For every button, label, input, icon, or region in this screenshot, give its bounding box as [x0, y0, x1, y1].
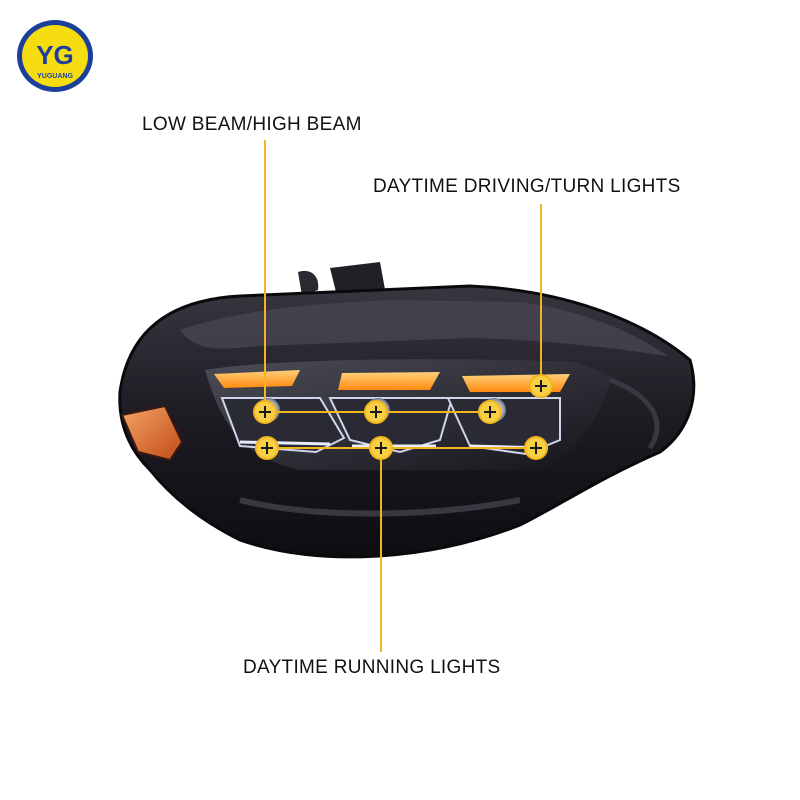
marker-low-beam-left [253, 400, 277, 424]
running-lights-label: DAYTIME RUNNING LIGHTS [243, 657, 501, 678]
marker-low-beam-right [478, 400, 502, 424]
marker-running-center [369, 436, 393, 460]
marker-running-left [255, 436, 279, 460]
markers [253, 374, 553, 460]
marker-turn-light [529, 374, 553, 398]
drl-turn-lights-label: DAYTIME DRIVING/TURN LIGHTS [373, 176, 681, 197]
drl-strips [214, 370, 570, 392]
marker-low-beam-center [364, 400, 388, 424]
marker-running-right [524, 436, 548, 460]
yuguang-logo: YG YUGUANG [15, 18, 95, 94]
svg-text:YUGUANG: YUGUANG [37, 73, 73, 80]
low-high-beam-label: LOW BEAM/HIGH BEAM [142, 114, 362, 135]
svg-text:YG: YG [36, 40, 74, 70]
